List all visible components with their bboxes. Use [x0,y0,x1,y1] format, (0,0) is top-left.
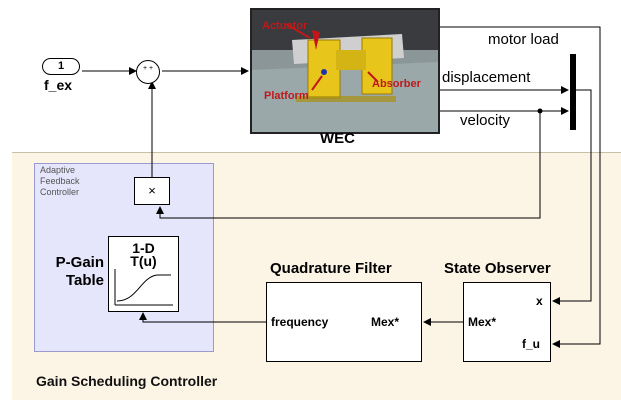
gsc-title: Gain Scheduling Controller [36,373,218,389]
p-gain-line-2: Table [65,272,104,289]
afc-title: Adaptive Feedback Controller [40,165,80,198]
observer-fu-port-label: f_u [522,337,540,351]
observer-x-port-label: x [536,294,543,308]
state-observer-title: State Observer [444,260,551,277]
displacement-label: displacement [442,69,531,86]
lookup-curve-icon [114,269,173,306]
actuator-label: Actuator [262,20,308,32]
product-symbol: × [148,183,156,198]
product-block[interactable]: × [134,177,170,205]
afc-title-line-3: Controller [40,187,80,197]
bus-to-observer-line [552,89,592,305]
inport-number: 1 [57,60,65,72]
sum-block[interactable]: + + [136,60,160,84]
wec-title: WEC [320,130,355,147]
frequency-port-label: frequency [271,315,329,329]
velocity-feedback-line [156,111,541,219]
motor-load-label: motor load [488,31,559,48]
f-ex-label: f_ex [44,77,73,93]
quadrature-filter-title: Quadrature Filter [270,260,392,277]
motor-load-line [440,26,601,348]
platform-label: Platform [264,90,309,102]
velocity-branch-point [537,108,543,114]
afc-title-line-2: Feedback [40,176,80,186]
p-gain-table-title: P-Gain Table [46,254,104,290]
p-gain-line-1: P-Gain [55,254,104,271]
p-gain-table-block[interactable]: 1-D T(u) [108,236,179,312]
sum-signs: + + [142,65,154,72]
velocity-label: velocity [460,112,511,129]
f-ex-inport[interactable]: 1 [42,58,80,75]
state-observer-block[interactable]: Mex* x f_u [463,282,551,362]
filter-mex-port-label: Mex* [371,315,400,329]
bus-creator-block[interactable] [570,54,576,130]
lookup-function: T(u) [130,253,157,269]
wec-block[interactable]: Actuator Platform Absorber [250,8,440,134]
filter-to-table-line [139,312,266,323]
observer-mex-port-label: Mex* [468,315,497,329]
lookup-header: 1-D [132,240,155,256]
wec-photo [252,10,438,132]
afc-title-line-1: Adaptive [40,165,76,175]
absorber-label: Absorber [372,78,421,90]
quadrature-filter-block[interactable]: frequency Mex* [266,282,422,362]
